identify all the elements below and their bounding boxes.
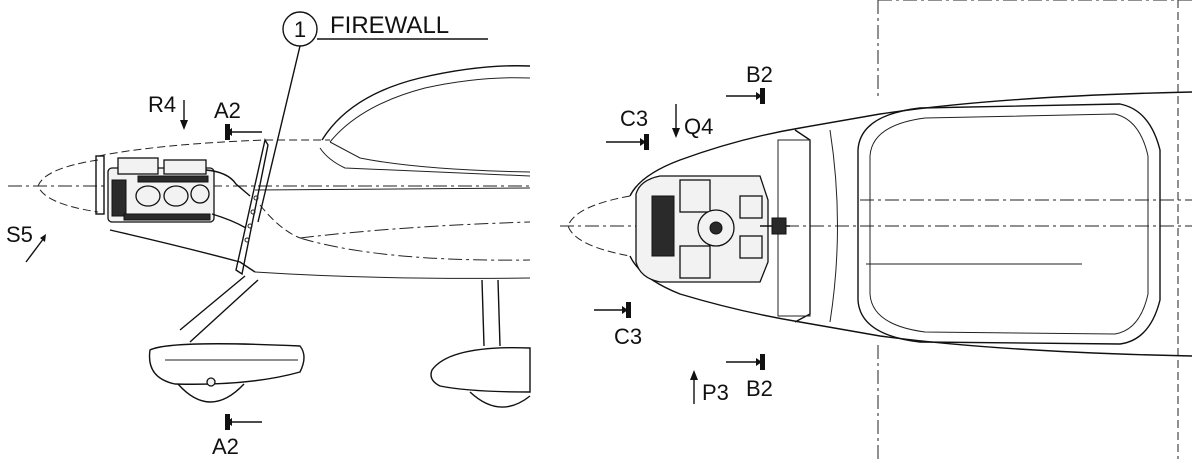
label-r4: R4: [148, 92, 176, 117]
label-c3-top: C3: [620, 106, 648, 131]
cockpit-bulkhead: [829, 129, 838, 323]
canopy-top: [857, 103, 1161, 345]
main-gear-leg: [481, 279, 501, 347]
section-marker-b2-top: B2: [726, 62, 773, 104]
view-arrow-q4: Q4: [672, 104, 713, 139]
engine-side: [107, 157, 251, 229]
canopy-inner: [329, 77, 531, 143]
canopy: [321, 65, 531, 141]
label-p3: P3: [702, 380, 729, 405]
label-s5: S5: [6, 222, 33, 247]
firewall-callout: 1 FIREWALL: [257, 11, 488, 223]
section-cut-marker-icon: [644, 134, 649, 150]
view-direction-arrow-icon: [672, 128, 680, 138]
canopy-top-inner: [869, 113, 1149, 335]
firewall: [235, 138, 269, 276]
wheel-main: [469, 391, 531, 408]
canopy-frame: [329, 141, 531, 173]
spinner-top: [567, 195, 631, 257]
firewall-hole: [250, 209, 256, 215]
prop-hub: [95, 155, 105, 215]
fuselage-body-lower: [254, 271, 531, 279]
wing-outline: [299, 221, 531, 261]
top-view: [560, 0, 1192, 459]
view-arrow-p3: P3: [690, 370, 729, 405]
firewall-hole: [244, 237, 250, 243]
label-a2-bottom: A2: [212, 434, 239, 459]
fuselage-top: [629, 91, 1192, 197]
wheel-fairing-main: [430, 346, 531, 393]
section-cut-marker-icon: [760, 88, 765, 104]
fuselage-body: [254, 187, 531, 191]
section-marker-c3-top: C3: [606, 106, 649, 150]
callout-leader: [257, 45, 301, 223]
label-b2-top: B2: [746, 62, 773, 87]
wing-plan: [877, 0, 1192, 459]
view-arrow-r4: R4: [148, 92, 188, 130]
firewall-hole: [253, 195, 259, 201]
section-cut-marker-icon: [626, 302, 631, 318]
section-marker-b2-bottom: B2: [726, 354, 773, 401]
nose-gear-strut: [179, 275, 259, 343]
view-direction-arrow-icon: [180, 120, 188, 130]
fuselage-bottom: [629, 255, 1192, 357]
section-marker-a2-top: A2: [214, 98, 262, 140]
wheel-fairing-front: [148, 343, 305, 385]
wheel-front-hub: [206, 377, 216, 387]
section-marker-a2-bottom: A2: [212, 414, 262, 459]
section-cut-marker-icon: [760, 354, 765, 370]
label-q4: Q4: [684, 114, 713, 139]
label-a2-top: A2: [214, 98, 241, 123]
canopy-sill: [319, 147, 531, 177]
fuselage-lower: [109, 229, 256, 273]
side-view: [8, 65, 531, 408]
section-marker-c3-bottom: C3: [594, 302, 642, 349]
engine-top: [635, 175, 790, 283]
cowling-top: [97, 139, 330, 157]
label-c3-bottom: C3: [614, 324, 642, 349]
callout-text: FIREWALL: [330, 12, 449, 39]
label-b2-bottom: B2: [746, 376, 773, 401]
view-arrow-s5: S5: [6, 222, 46, 263]
spinner: [37, 159, 99, 213]
wing-root: [259, 204, 301, 239]
callout-number: 1: [294, 17, 306, 42]
firewall-hole: [247, 223, 253, 229]
view-direction-arrow-icon: [690, 370, 698, 380]
view-direction-arrow-icon: [40, 234, 46, 242]
wheel-front: [177, 383, 245, 403]
